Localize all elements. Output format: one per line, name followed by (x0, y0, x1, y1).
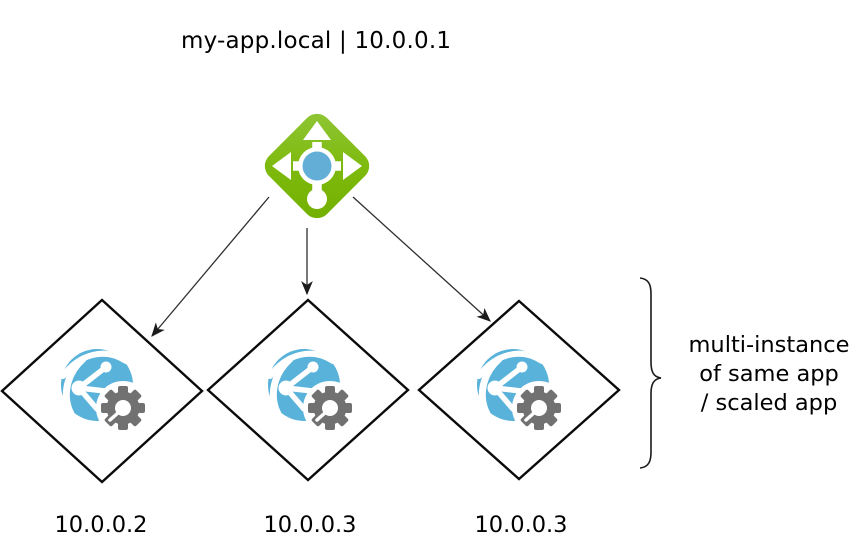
multi-instance-annotation: multi-instance of same app / scaled app (676, 331, 862, 418)
arrow-lb-to-instance-3 (352, 196, 491, 322)
instance-ip-label-1: 10.0.0.2 (54, 512, 148, 538)
grouping-brace (639, 277, 662, 469)
instance-ip-label-2: 10.0.0.3 (263, 512, 357, 538)
lb-center-node (302, 151, 332, 181)
app-address-label: my-app.local | 10.0.0.1 (181, 28, 452, 54)
arrow-lb-to-instance-1 (151, 196, 270, 337)
load-balancer-icon (264, 113, 370, 219)
instance-ip-label-3: 10.0.0.3 (474, 512, 568, 538)
arrow-up-glyph (303, 121, 331, 140)
annotation-line-3: / scaled app (700, 390, 838, 416)
annotation-line-1: multi-instance (688, 332, 850, 358)
annotation-line-2: of same app (699, 361, 839, 387)
arrow-left-glyph (272, 152, 291, 180)
arrow-right-glyph (343, 152, 362, 180)
